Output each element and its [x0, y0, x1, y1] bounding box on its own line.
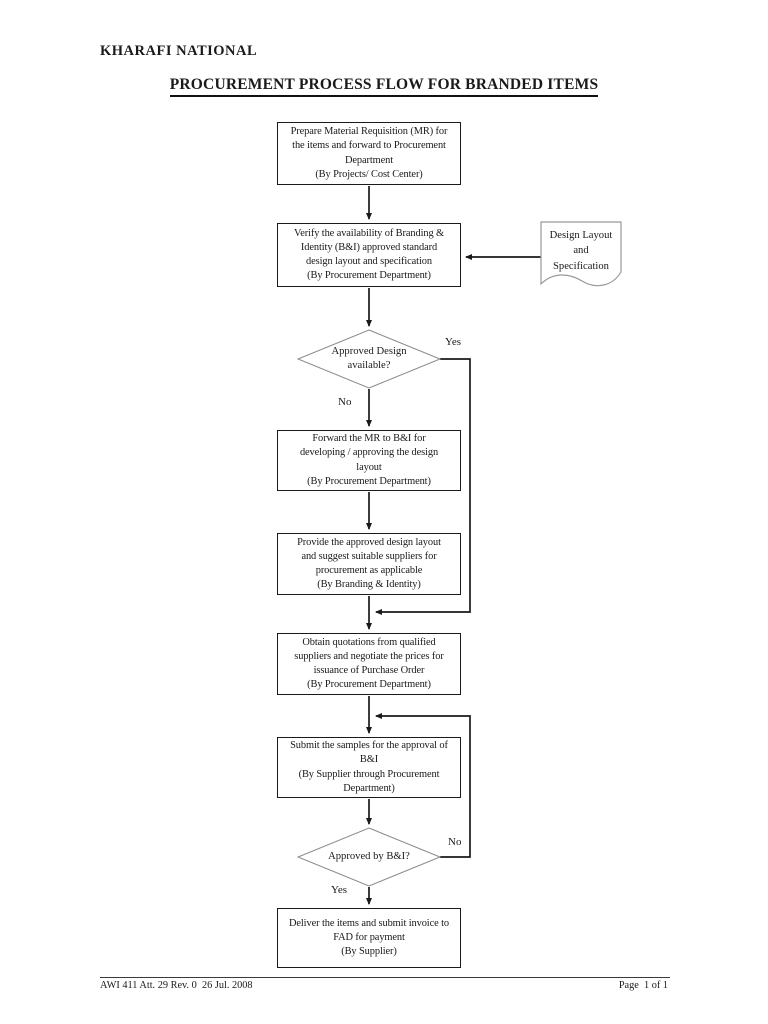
- process-box-deliver-items: Deliver the items and submit invoice to …: [277, 908, 461, 968]
- decision-diamond-bi: [296, 827, 442, 887]
- footer-page-number: Page 1 of 1: [618, 980, 668, 991]
- yes-label-bi: Yes: [331, 884, 348, 896]
- process-box-provide-layout: Provide the approved design layout and s…: [277, 533, 461, 595]
- document-shape: [540, 221, 622, 287]
- page-title: PROCUREMENT PROCESS FLOW FOR BRANDED ITE…: [169, 76, 599, 97]
- process-box-forward-mr: Forward the MR to B&I for developing / a…: [277, 430, 461, 491]
- decision-label-design: Approved Design available?: [331, 346, 407, 371]
- decision-diamond-design: [296, 329, 442, 389]
- company-name: KHARAFI NATIONAL: [100, 43, 258, 59]
- title-row: PROCUREMENT PROCESS FLOW FOR BRANDED ITE…: [0, 76, 768, 97]
- process-box-verify-design: Verify the availability of Branding & Id…: [277, 223, 461, 287]
- no-label-bi: No: [448, 836, 462, 848]
- no-label-design: No: [338, 396, 352, 408]
- process-box-submit-samples: Submit the samples for the approval of B…: [277, 737, 461, 798]
- document-label-design-layout: Design Layout and Specification: [549, 229, 613, 272]
- footer-rule: [100, 977, 670, 978]
- decision-label-bi: Approved by B&I?: [328, 851, 410, 863]
- process-box-prepare-mr: Prepare Material Requisition (MR) for th…: [277, 122, 461, 185]
- no-branch-line: [375, 713, 471, 858]
- footer-document-ref: AWI 411 Att. 29 Rev. 0 26 Jul. 2008: [100, 980, 253, 991]
- yes-branch-line: [375, 358, 471, 615]
- process-box-obtain-quotations: Obtain quotations from qualified supplie…: [277, 633, 461, 695]
- yes-label-design: Yes: [445, 336, 462, 348]
